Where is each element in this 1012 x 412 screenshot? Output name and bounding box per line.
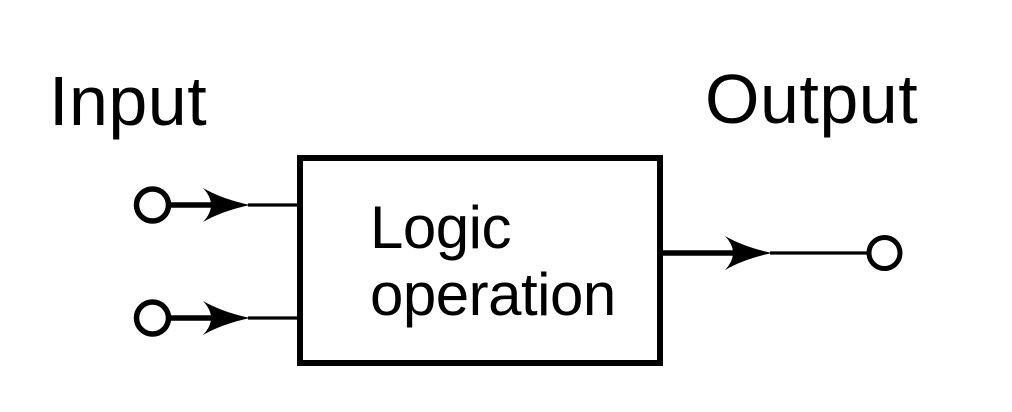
input-arrowhead-1-icon	[203, 188, 250, 222]
output-terminal-circle	[866, 235, 903, 271]
logic-operation-box-label: Logic operation	[370, 194, 616, 328]
input-terminal-2-circle	[133, 299, 172, 337]
output-arrowhead-icon	[725, 236, 772, 270]
input-label: Input	[49, 62, 208, 140]
output-label: Output	[705, 60, 919, 138]
input-arrowhead-2-icon	[203, 301, 250, 335]
box-label-line-1: Logic	[370, 194, 511, 261]
logic-operation-box	[297, 155, 663, 366]
box-label-line-2: operation	[370, 261, 616, 328]
input-terminal-1-circle	[133, 186, 172, 224]
